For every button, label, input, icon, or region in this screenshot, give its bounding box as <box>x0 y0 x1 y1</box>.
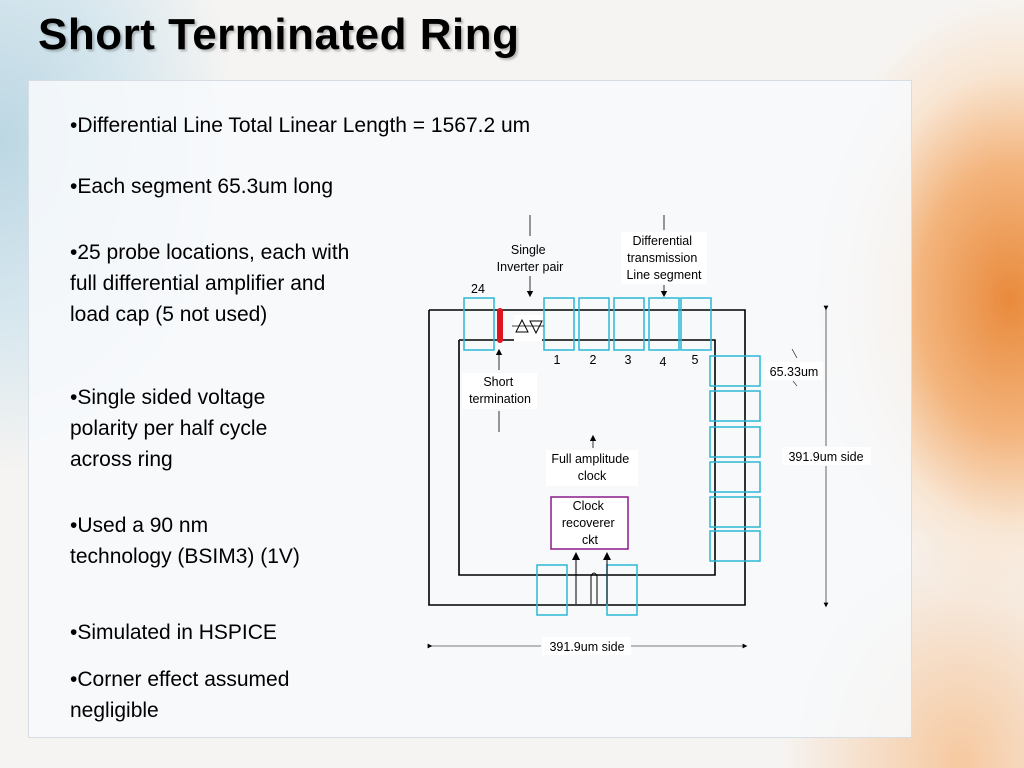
ring-wires <box>428 309 746 606</box>
segment-num-1: 1 <box>554 353 561 367</box>
segment-bottom-left <box>536 564 568 616</box>
full-amplitude-clock-label: Full amplitude clock <box>551 452 632 483</box>
bullet-technology: •Used a 90 nm technology (BSIM3) (1V) <box>70 514 300 568</box>
bullet-corner-effect: •Corner effect assumed negligible <box>70 668 290 722</box>
segment-4 <box>648 297 680 351</box>
segment-num-5: 5 <box>692 353 699 367</box>
segment-num-3: 3 <box>625 353 632 367</box>
clock-recoverer-box <box>550 496 629 550</box>
segment-24-label: 24 <box>471 282 485 296</box>
clock-recoverer-label: Clock recoverer ckt <box>562 499 618 547</box>
bullet-segment-length: •Each segment 65.3um long <box>70 175 334 198</box>
inverter-pair-label: Single Inverter pair <box>497 243 564 274</box>
short-termination-label: Short termination <box>469 375 531 406</box>
differential-segment-label: Differential transmission Line segment <box>626 234 702 282</box>
outer-ring-wire <box>428 309 746 606</box>
segment-right-2 <box>709 390 761 422</box>
segment-num-2: 2 <box>590 353 597 367</box>
segment-right-6 <box>709 530 761 562</box>
segment-right-3 <box>709 426 761 458</box>
segment-24 <box>463 297 495 351</box>
segment-right-5 <box>709 496 761 528</box>
segment-length-label: 65.33um <box>770 365 819 379</box>
side-vertical-label: 391.9um side <box>788 450 863 464</box>
inverter-pair-icon <box>512 315 544 341</box>
segment-right-4 <box>709 461 761 493</box>
segment-5 <box>680 297 712 351</box>
segment-2 <box>578 297 610 351</box>
segment-num-4: 4 <box>660 355 667 369</box>
segments <box>463 297 761 616</box>
bullet-hspice: •Simulated in HSPICE <box>70 621 277 644</box>
segment-3 <box>613 297 645 351</box>
page-title: Short Terminated Ring <box>38 10 520 59</box>
bullet-line-length: •Differential Line Total Linear Length =… <box>70 114 531 137</box>
side-horizontal-label: 391.9um side <box>549 640 624 654</box>
bullet-probe-locations: •25 probe locations, each with full diff… <box>70 241 350 326</box>
segment-right-1 <box>709 355 761 387</box>
bullet-voltage-polarity: •Single sided voltage polarity per half … <box>70 386 268 471</box>
inner-ring-wire <box>458 339 716 576</box>
segment-1 <box>543 297 575 351</box>
segment-bottom-right <box>606 564 638 616</box>
